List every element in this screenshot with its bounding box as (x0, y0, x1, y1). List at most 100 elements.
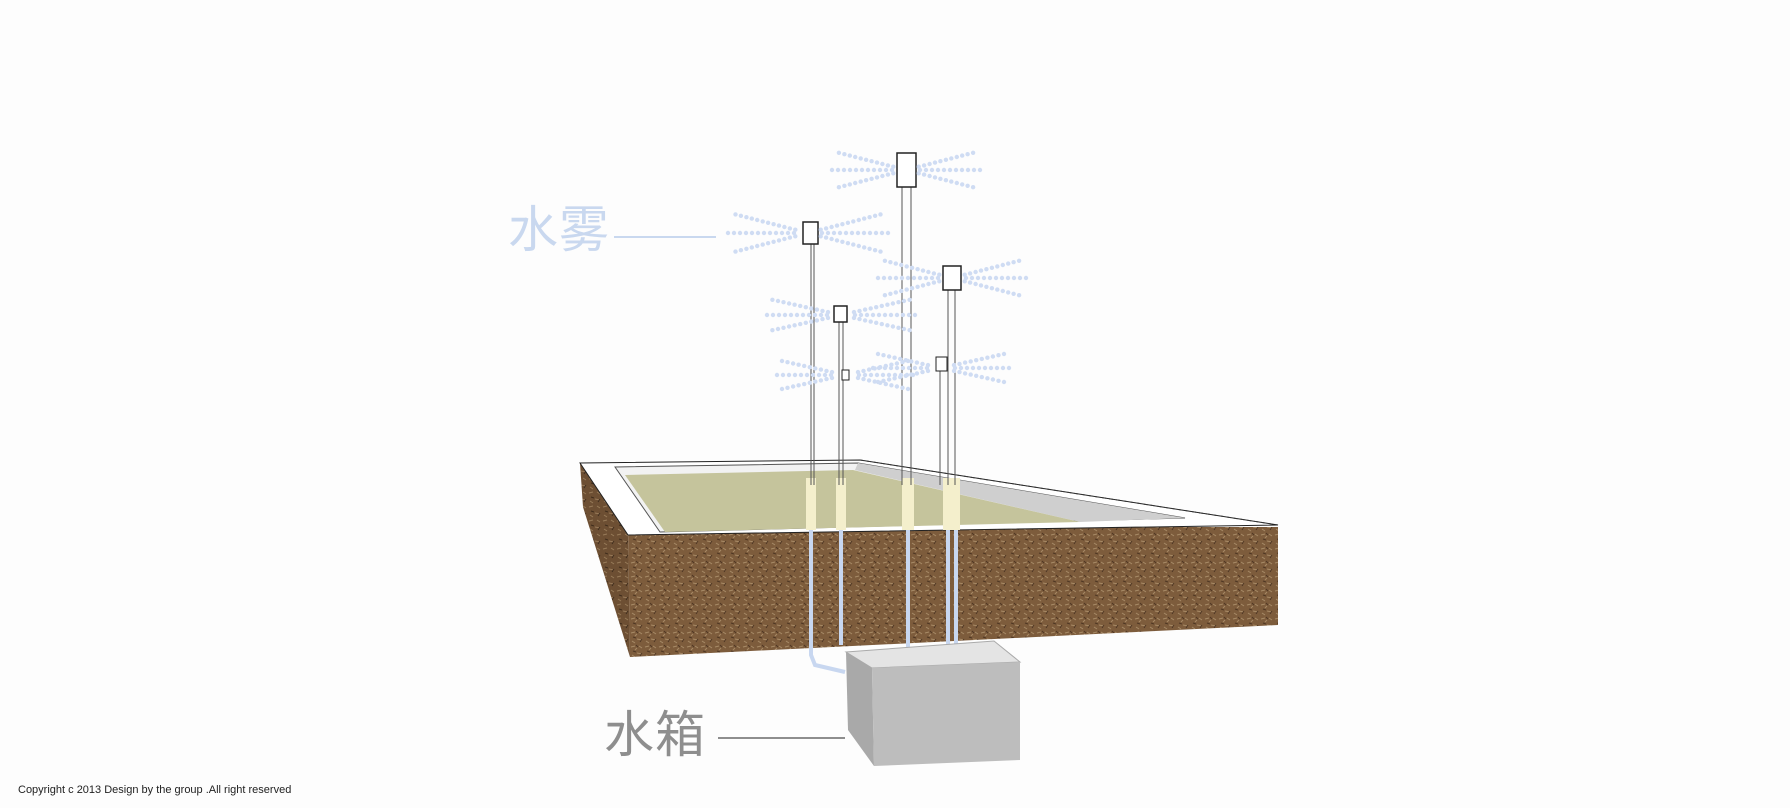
mist-dot (881, 378, 886, 383)
mist-dot (889, 362, 894, 367)
mist-dot (888, 260, 893, 265)
mist-dot (820, 316, 825, 322)
mist-dot (941, 167, 947, 173)
mist-dot (863, 178, 869, 183)
mist-dot (977, 167, 983, 173)
mist-dot (960, 153, 965, 158)
mist-dot (914, 360, 920, 365)
mist-dot (957, 361, 962, 367)
mist-dot (937, 279, 942, 284)
mist-dot (851, 309, 857, 315)
mist-dot (905, 275, 911, 281)
mist-dot (990, 354, 996, 359)
mist-dot (791, 230, 797, 236)
mist-dot (931, 280, 937, 285)
mist-dot (904, 287, 909, 292)
mist-dot (779, 230, 785, 236)
mist-dot (915, 284, 920, 289)
mist-dot (905, 358, 911, 364)
nozzle (896, 152, 917, 188)
mist-dot (787, 226, 793, 231)
mist-dot (868, 372, 874, 378)
mist-dot (725, 230, 731, 236)
mist-dot (775, 298, 781, 304)
mist-dot (845, 220, 851, 225)
mist-dot (896, 325, 901, 330)
mist-dot (796, 362, 801, 367)
mist-dot (967, 280, 973, 285)
mist-dot (1001, 379, 1007, 385)
mist-dot (794, 312, 800, 318)
mist-dot (822, 372, 828, 378)
mist-dot (996, 353, 1001, 358)
mist-dot (917, 275, 923, 281)
mist-dot (978, 268, 984, 273)
mist-dot (958, 365, 964, 371)
mist-dot (894, 365, 900, 371)
mist-dot (965, 152, 970, 157)
mist-dot (800, 312, 806, 318)
mist-dot (858, 179, 863, 184)
mist-dot (829, 369, 835, 375)
mist-dot (823, 226, 829, 231)
mist-dot (771, 239, 776, 244)
mist-dot (900, 385, 905, 390)
mist-dot (802, 363, 807, 369)
mist-dot (845, 241, 851, 246)
mist-dot (810, 372, 816, 378)
mist-dot (761, 230, 767, 236)
underground-pipes (809, 530, 958, 674)
mist-dot (857, 316, 862, 322)
mist-dot (885, 172, 891, 177)
mist-dot (973, 269, 978, 275)
mist-dot (874, 175, 880, 180)
mist-dot (824, 368, 829, 374)
mist-dot (925, 368, 931, 374)
mist-dot (907, 297, 912, 302)
mist-dot (899, 288, 904, 294)
mist-dot (834, 238, 840, 243)
mist-dot (923, 167, 929, 173)
mist-dot (1011, 260, 1016, 265)
mist-dot (861, 368, 866, 374)
mist-dot (1011, 291, 1016, 296)
mist-dot (970, 185, 976, 190)
mist-dot (915, 267, 920, 272)
mist-dot (889, 383, 894, 388)
mist-dot (907, 328, 912, 333)
mist-dot (947, 167, 953, 173)
mist-dot (819, 230, 825, 236)
mist-dot (872, 248, 878, 253)
mist-dot (755, 217, 760, 223)
mist-dot (883, 381, 888, 387)
mist-dot (869, 176, 874, 181)
mist-dot (935, 275, 941, 281)
mist-dot (883, 363, 888, 369)
mist-dot (1000, 262, 1005, 268)
mist-dot (733, 249, 738, 254)
mist-dot (906, 312, 912, 318)
mist-dot (893, 290, 898, 295)
mist-dot (879, 230, 885, 236)
mist-dot (968, 372, 973, 377)
mist-dot (920, 369, 925, 375)
mist-dot (892, 376, 897, 381)
mist-dot (893, 275, 899, 281)
mist-dot (824, 376, 829, 382)
mist-dot (785, 360, 790, 365)
mist-dot (987, 275, 993, 281)
mist-dot (866, 378, 872, 383)
mist-dot (873, 230, 879, 236)
mist-dot (837, 230, 843, 236)
mist-dot (869, 159, 874, 164)
mist-dot (793, 227, 798, 232)
mist-dot (894, 361, 900, 366)
mist-dot (790, 384, 796, 389)
mist-dot (926, 281, 931, 287)
mist-dot (744, 215, 749, 220)
mist-dot (876, 312, 882, 318)
mist-dot (886, 377, 892, 382)
mist-dot (951, 362, 957, 368)
mist-dot (872, 366, 877, 371)
